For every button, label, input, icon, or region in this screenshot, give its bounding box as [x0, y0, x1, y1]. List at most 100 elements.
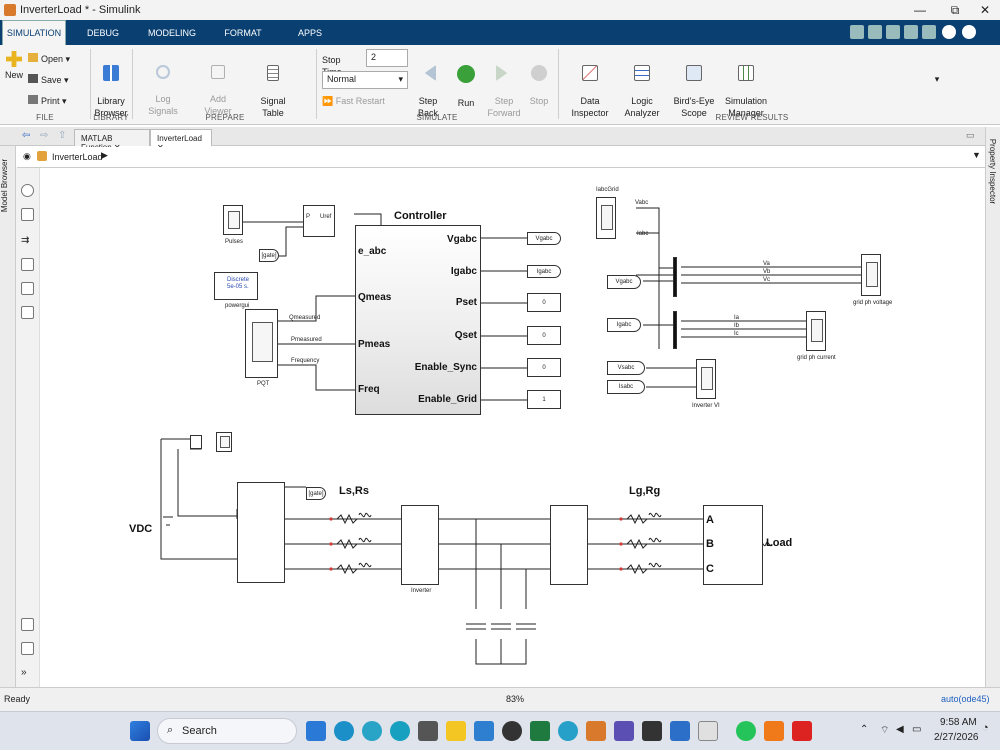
search-box[interactable]: ⌕ Search [157, 718, 297, 744]
breadcrumb-chevron-icon[interactable]: ▶ [101, 150, 108, 160]
save-button[interactable]: Save ▾ [28, 74, 80, 86]
browser-icon[interactable] [558, 721, 578, 741]
signal-table-button[interactable]: Signal Table [254, 53, 292, 119]
constant-enable-sync[interactable]: 0 [527, 358, 561, 377]
dc-voltage-scope[interactable] [216, 432, 232, 452]
arrow-connect-icon[interactable]: ⇉ [21, 235, 30, 246]
close-button[interactable]: ✕ [979, 3, 991, 17]
from-tag-gate[interactable]: [gate] [306, 487, 326, 500]
address-menu-icon[interactable]: ▼ [972, 150, 981, 160]
run-button[interactable]: Run [450, 53, 482, 109]
terminal-icon[interactable] [642, 721, 662, 741]
edge-icon[interactable] [334, 721, 354, 741]
fast-restart-button[interactable]: ⏩ Fast Restart [322, 95, 392, 107]
add-viewer-button[interactable]: Add Viewer [200, 53, 236, 117]
image-icon[interactable] [21, 282, 34, 295]
app-icon-3[interactable] [698, 721, 718, 741]
tab-debug[interactable]: DEBUG [86, 27, 119, 38]
from-tag-isabc[interactable]: Isabc [607, 380, 645, 394]
step-forward-button[interactable]: Step Forward [486, 53, 522, 119]
whatsapp-icon[interactable] [736, 721, 756, 741]
notifications-icon[interactable] [962, 25, 976, 39]
p-uref-block[interactable]: P Uref [303, 205, 335, 237]
search-doc-icon[interactable] [904, 25, 918, 39]
controller-block[interactable]: Controller e_abc Qmeas Pmeas Freq Vgabc … [355, 210, 481, 415]
zoom-level[interactable]: 83% [506, 694, 525, 704]
volume-icon[interactable]: ◀ [896, 724, 904, 735]
log-signals-button[interactable]: Log Signals [146, 53, 180, 117]
model-canvas[interactable]: Controller e_abc Qmeas Pmeas Freq Vgabc … [41, 169, 984, 687]
forward-arrow-icon[interactable]: ⇨ [40, 130, 49, 141]
constant-pset[interactable]: 0 [527, 293, 561, 312]
birds-eye-scope-button[interactable]: Bird's-Eye Scope [672, 53, 716, 119]
tab-format[interactable]: FORMAT [224, 27, 262, 38]
app-icon-1[interactable] [306, 721, 326, 741]
tab-menu-icon[interactable]: ▭ [966, 130, 975, 140]
tray-chevron-icon[interactable]: ⌃ [860, 724, 869, 735]
from-tag-vgabc-grid[interactable]: Vgabc [607, 275, 641, 289]
vscode-icon[interactable] [474, 721, 494, 741]
igbt-bridge-block[interactable] [237, 482, 285, 583]
tab-inverterload[interactable]: InverterLoad ✕ [150, 129, 212, 152]
print-button[interactable]: Print ▾ [28, 95, 80, 107]
grid-voltage-scope[interactable] [861, 254, 881, 296]
windows-start-icon[interactable] [130, 721, 150, 741]
back-arrow-icon[interactable]: ⇦ [22, 130, 31, 141]
app-icon-2[interactable] [670, 721, 690, 741]
tab-matlab-function[interactable]: MATLAB Function ✕ [74, 129, 150, 152]
step-back-button[interactable]: Step Back [412, 53, 444, 119]
solver-link[interactable]: auto(ode45) [941, 694, 990, 704]
grid-measurement-block[interactable] [550, 505, 588, 585]
simulation-manager-button[interactable]: Simulation Manager [722, 53, 770, 119]
wifi-icon[interactable]: ⌔ [880, 725, 890, 736]
clock-date[interactable]: 2/27/2026 [934, 732, 979, 743]
grid-current-scope[interactable] [806, 311, 826, 351]
sticky-notes-icon[interactable] [446, 721, 466, 741]
stop-button[interactable]: Stop [526, 53, 552, 107]
tab-simulation[interactable]: SIMULATION [2, 20, 66, 45]
data-inspector-button[interactable]: Data Inspector [570, 53, 610, 119]
stop-time-input[interactable]: 2 [366, 49, 408, 67]
settings-icon[interactable] [922, 25, 936, 39]
calculator-icon[interactable] [418, 721, 438, 741]
from-tag-igabc-grid[interactable]: Igabc [607, 318, 641, 332]
logic-analyzer-button[interactable]: Logic Analyzer [622, 53, 662, 119]
tab-apps[interactable]: APPS [297, 27, 322, 38]
hide-browser-icon[interactable]: ◉ [23, 151, 31, 161]
edge-dev-icon[interactable] [390, 721, 410, 741]
from-tag-igabc[interactable]: Igabc [527, 265, 561, 278]
model-browser-tab[interactable]: Model Browser [0, 158, 10, 213]
up-arrow-icon[interactable]: ⇧ [58, 130, 67, 141]
zoom-icon[interactable] [21, 184, 34, 197]
breadcrumb[interactable]: InverterLoad [52, 152, 103, 162]
constant-qset[interactable]: 0 [527, 326, 561, 345]
powergui-block[interactable]: Discrete 5e-05 s. [214, 272, 258, 300]
demux-current[interactable] [673, 311, 677, 349]
redo-icon[interactable] [886, 25, 900, 39]
constant-enable-grid[interactable]: 1 [527, 390, 561, 409]
app-icon-5[interactable] [792, 721, 812, 741]
pqt-scope[interactable] [245, 309, 278, 378]
voltage-measure-block[interactable] [190, 435, 202, 449]
app-icon-4[interactable] [764, 721, 784, 741]
expand-toolbar-icon[interactable]: » [21, 667, 27, 678]
fit-to-view-icon[interactable] [21, 208, 34, 221]
new-button[interactable]: New [4, 51, 24, 81]
pulses-scope[interactable] [223, 205, 243, 235]
clock-time[interactable]: 9:58 AM [940, 717, 977, 728]
minimize-button[interactable]: — [914, 3, 926, 17]
inverter-vi-scope[interactable] [696, 359, 716, 399]
screenshot-icon[interactable] [21, 618, 34, 631]
property-inspector-tab[interactable]: Property Inspector [988, 138, 998, 205]
notification-bell-icon[interactable]: ◔ [982, 722, 989, 734]
help-icon[interactable] [942, 25, 956, 39]
library-browser-button[interactable]: Library Browser [94, 53, 128, 119]
annotation-icon[interactable] [21, 258, 34, 271]
from-tag-vsabc[interactable]: Vsabc [607, 361, 645, 375]
load-block[interactable]: A B C [703, 505, 763, 585]
matlab-icon[interactable] [586, 721, 606, 741]
demux-voltage[interactable] [673, 257, 677, 297]
edge-beta-icon[interactable] [362, 721, 382, 741]
ribbon-expand-chevron-icon[interactable]: ▾ [934, 74, 940, 84]
undo-icon[interactable] [868, 25, 882, 39]
